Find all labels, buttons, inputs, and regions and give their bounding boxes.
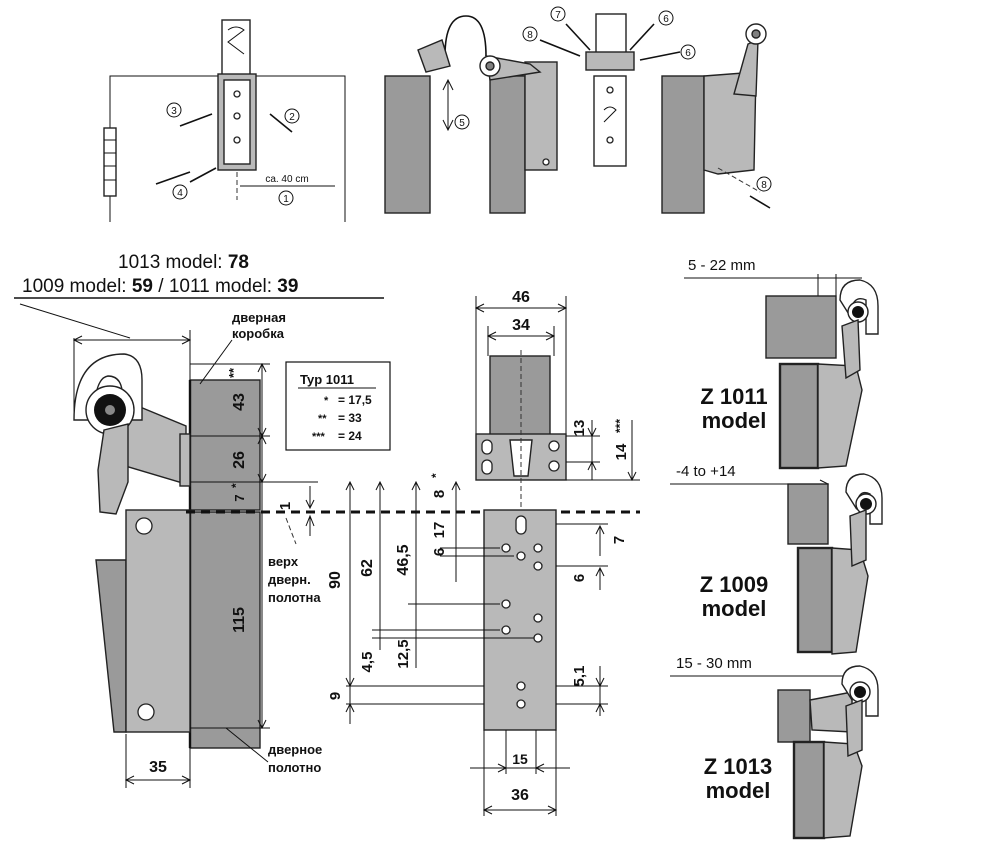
dim-13: 13 — [571, 420, 588, 437]
step-number: 5 — [459, 118, 465, 129]
table-value: = 17,5 — [338, 393, 372, 407]
frame-label: коробка — [232, 326, 285, 341]
table-mark: ** — [318, 413, 327, 425]
frame-section — [384, 75, 431, 214]
model-name: model — [706, 778, 771, 803]
range-label: 5 - 22 mm — [688, 257, 756, 274]
bracket-top — [595, 13, 627, 59]
dim-8: 8 — [431, 490, 448, 498]
model-name: model — [702, 596, 767, 621]
step-number: 3 — [171, 106, 177, 117]
range-label: -4 to +14 — [676, 463, 736, 480]
dim-4-5: 4,5 — [359, 652, 376, 673]
distance-label: ca. 40 cm — [265, 174, 308, 185]
step-number: 8 — [761, 180, 767, 191]
model-z1011: 5 - 22 mm Z 1011 model — [684, 257, 879, 470]
step-number: 8 — [527, 30, 533, 41]
table-title: Typ 1011 — [300, 372, 354, 387]
dim-34: 34 — [512, 317, 530, 334]
door-leaf-label: дверное — [268, 742, 322, 757]
dim-90: 90 — [327, 571, 344, 589]
header-1013: 1013 model: 78 — [118, 252, 249, 273]
table-value: = 24 — [338, 429, 362, 443]
closer-front-plate — [593, 75, 627, 167]
door-leaf — [189, 511, 261, 749]
model-name: Z 1013 — [704, 754, 773, 779]
door-top-label: дверн. — [268, 572, 311, 587]
table-value: = 33 — [338, 411, 362, 425]
dim-12-5: 12,5 — [395, 639, 412, 668]
dim-14: 14 — [613, 443, 630, 460]
bracket-block — [489, 355, 551, 437]
dim-9: 9 — [327, 692, 344, 700]
model-depth-header: 1013 model: 78 1009 model: 59 / 1011 mod… — [14, 252, 384, 339]
step-circle: 3 2 4 1 — [166, 102, 300, 206]
closer-side-dimension-drawing: 43 ** 26 7 * 115 1 35 дверная коробка ве… — [72, 310, 640, 788]
step-number: 2 — [289, 112, 295, 123]
dim-46-5: 46,5 — [395, 544, 412, 575]
step-illustrations: 3 2 4 1 ca. 40 cm 5 8 7 6 — [103, 6, 772, 222]
dim-mark: * — [229, 483, 243, 488]
dim-62: 62 — [359, 559, 376, 577]
closer-body — [125, 509, 191, 733]
model-variants: 5 - 22 mm Z 1011 model -4 to +14 — [670, 257, 883, 840]
door-frame — [189, 379, 261, 511]
dim-115: 115 — [231, 607, 248, 633]
closer-side-view — [524, 61, 558, 171]
hinge-icon — [103, 127, 117, 197]
dim-35: 35 — [149, 759, 167, 776]
dim-17: 17 — [431, 522, 448, 539]
step-number: 1 — [283, 194, 289, 205]
dim-26: 26 — [231, 451, 248, 469]
dim-7: 7 — [232, 494, 247, 501]
dim-5-1: 5,1 — [571, 666, 588, 687]
step-number: 4 — [177, 188, 183, 199]
dim-43: 43 — [231, 393, 248, 411]
dim-46: 46 — [512, 289, 530, 306]
typ-1011-table: Typ 1011 * = 17,5 ** = 33 *** = 24 — [285, 361, 391, 451]
model-z1013: 15 - 30 mm Z 1013 model — [670, 655, 879, 840]
frame-label: дверная — [232, 310, 286, 325]
dim-mark: ** — [226, 367, 241, 378]
door-top-label: полотна — [268, 590, 321, 605]
header-1009-1011: 1009 model: 59 / 1011 model: 39 — [22, 276, 298, 297]
dim-6: 6 — [431, 548, 448, 556]
model-name: Z 1009 — [700, 572, 769, 597]
model-name: model — [702, 408, 767, 433]
door-top-label: верх — [268, 554, 299, 569]
mounting-plate-drawing: 46 34 13 14 — [327, 289, 640, 816]
step-number: 6 — [685, 48, 691, 59]
table-mark: * — [324, 395, 329, 407]
door-section — [489, 75, 526, 214]
dim-15: 15 — [512, 751, 528, 767]
dim-mark: *** — [613, 419, 627, 433]
model-z1009: -4 to +14 Z 1009 model — [670, 463, 883, 655]
dim-1: 1 — [277, 502, 294, 510]
dim-mark: * — [429, 473, 443, 478]
mounting-plate — [483, 509, 557, 731]
table-mark: *** — [312, 431, 326, 443]
dim-7: 7 — [611, 536, 628, 544]
model-name: Z 1011 — [700, 384, 767, 409]
door-leaf-label: полотно — [268, 760, 321, 775]
dim-6: 6 — [571, 574, 588, 582]
closer-front-view — [217, 19, 257, 171]
step-number: 6 — [663, 14, 669, 25]
step-number: 7 — [555, 10, 561, 21]
range-label: 15 - 30 mm — [676, 655, 752, 672]
dim-36: 36 — [511, 787, 529, 804]
